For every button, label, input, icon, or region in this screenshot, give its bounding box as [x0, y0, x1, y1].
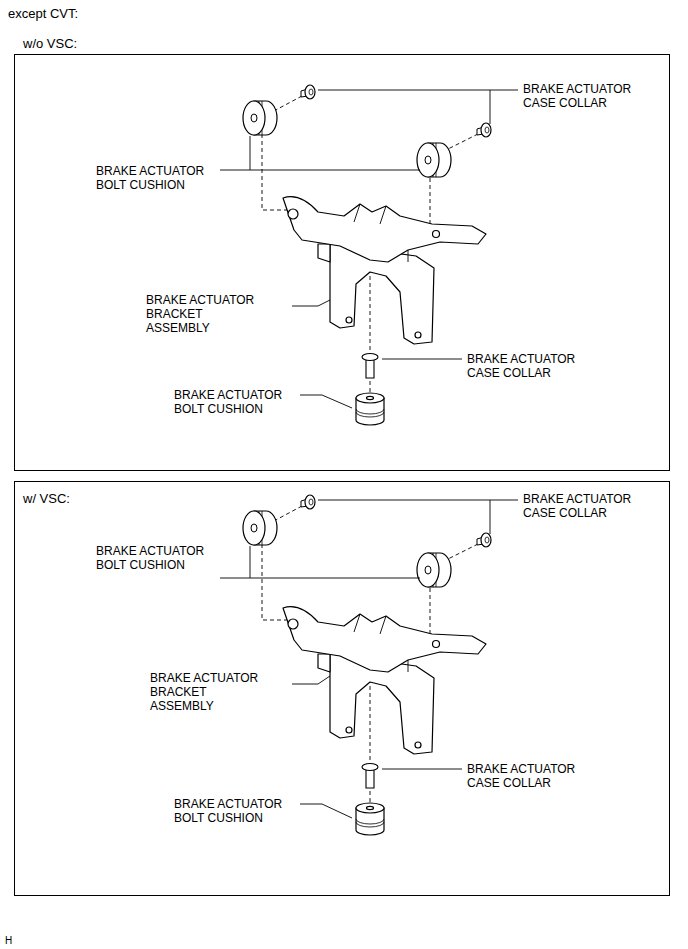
panel-heading: w/o VSC: — [23, 36, 77, 51]
panel-heading: w/ VSC: — [23, 491, 70, 506]
part-name: BRAKE ACTUATOR CASE COLLAR — [467, 762, 589, 790]
part-name: BRAKE ACTUATOR CASE COLLAR — [467, 352, 589, 380]
variant-panel: w/ VSC: — [14, 481, 670, 896]
diagram-title: except CVT: — [8, 6, 78, 21]
part-name: BRAKE ACTUATOR BOLT CUSHION — [96, 544, 218, 572]
sheet-mark: H — [5, 934, 12, 948]
part-name: BRAKE ACTUATOR CASE COLLAR — [523, 82, 645, 110]
variant-panel: w/o VSC: — [14, 54, 670, 471]
part-name: BRAKE ACTUATOR BOLT CUSHION — [174, 388, 296, 416]
part-name: BRAKE ACTUATOR BRACKET ASSEMBLY — [150, 671, 272, 713]
part-name: BRAKE ACTUATOR CASE COLLAR — [523, 492, 645, 520]
part-name: BRAKE ACTUATOR BOLT CUSHION — [174, 797, 296, 825]
part-name: BRAKE ACTUATOR BRACKET ASSEMBLY — [146, 293, 268, 335]
part-name: BRAKE ACTUATOR BOLT CUSHION — [96, 164, 218, 192]
